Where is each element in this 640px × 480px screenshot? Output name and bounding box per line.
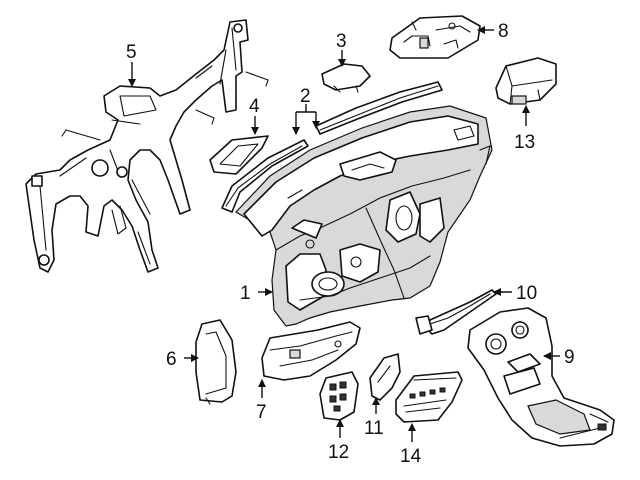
center-console-part-9[interactable]: [467, 307, 615, 447]
callout-2: 2: [300, 86, 311, 107]
callout-10: 10: [516, 283, 537, 304]
control-module-part-14[interactable]: [395, 371, 463, 423]
callout-5: 5: [126, 42, 137, 63]
defroster-trim-part-2[interactable]: [221, 81, 443, 213]
callout-12: 12: [328, 442, 349, 463]
callout-labels: 1 2 3 4 5 6 7 8 9 10 11 12 13 14: [126, 21, 575, 467]
callout-6: 6: [166, 349, 177, 370]
module-part-8[interactable]: [389, 15, 481, 59]
leader-lines: [128, 26, 560, 442]
trim-piece-part-11[interactable]: [369, 353, 401, 401]
switch-panel-part-12[interactable]: [319, 371, 359, 421]
callout-3: 3: [336, 31, 347, 52]
callout-4: 4: [249, 96, 260, 117]
cross-car-beam-part-5[interactable]: [25, 19, 269, 273]
callout-9: 9: [564, 347, 575, 368]
callout-7: 7: [256, 402, 267, 423]
instrument-panel-part-1[interactable]: [235, 105, 493, 327]
bracket-part-7[interactable]: [261, 321, 361, 381]
callout-13: 13: [514, 132, 535, 153]
side-panel-part-6[interactable]: [195, 319, 237, 405]
callout-8: 8: [498, 21, 509, 42]
trim-strip-part-10[interactable]: [415, 289, 497, 335]
cover-part-3[interactable]: [321, 63, 371, 93]
callout-14: 14: [400, 446, 422, 467]
vent-trim-part-4[interactable]: [209, 135, 269, 175]
callout-11: 11: [364, 418, 384, 439]
airbag-module-part-13[interactable]: [495, 57, 557, 105]
callout-1: 1: [240, 283, 251, 304]
